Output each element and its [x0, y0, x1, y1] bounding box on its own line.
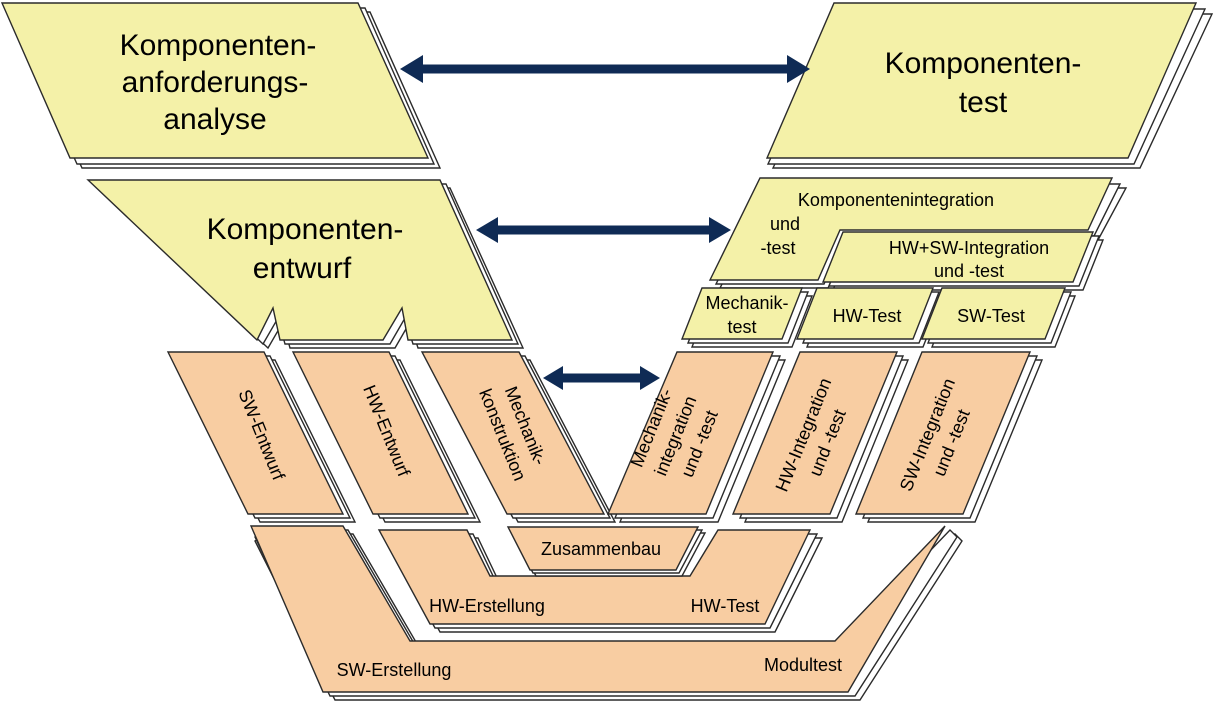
assembly-block	[506, 526, 707, 577]
requirements-analysis-label-1: Komponenten-	[120, 29, 317, 62]
hw-sw-integration-block	[821, 231, 1105, 291]
sw-build-module-test-block	[249, 525, 963, 701]
hw-sw-integration-label-1: HW+SW-Integration	[889, 238, 1049, 258]
mechanics-test-block	[680, 287, 814, 348]
hw-sw-integration-label-2: und -test	[934, 261, 1004, 281]
design-block	[86, 179, 525, 350]
component-test-label-1: Komponenten-	[885, 47, 1082, 80]
arrow-requirements-to-component-test	[400, 55, 810, 83]
component-test-label-2: test	[959, 86, 1008, 119]
arrow-design-to-integration-test	[476, 217, 731, 243]
mechanics-test-label-2: test	[727, 317, 756, 337]
hw-test-upper-label: HW-Test	[833, 306, 902, 326]
sw-test-upper-block	[920, 287, 1077, 348]
design-label-1: Komponenten-	[207, 213, 404, 246]
component-integration-label-2: und	[770, 214, 800, 234]
assembly-label: Zusammenbau	[541, 539, 661, 559]
hw-test-bottom-label: HW-Test	[691, 596, 760, 616]
requirements-analysis-block	[0, 2, 442, 169]
hw-build-label: HW-Erstellung	[429, 596, 545, 616]
hw-test-upper-block	[795, 287, 945, 348]
mechanics-integration-block	[606, 351, 787, 523]
hw-design-block	[291, 351, 482, 523]
mechanics-design-block	[420, 351, 617, 523]
sw-integration-block	[854, 351, 1044, 523]
component-test-block	[765, 2, 1214, 169]
sw-build-label: SW-Erstellung	[337, 660, 452, 680]
module-test-label: Modultest	[764, 655, 842, 675]
requirements-analysis-label-2: anforderungs-	[122, 66, 309, 99]
component-integration-label-3: -test	[760, 238, 795, 258]
design-label-2: entwurf	[253, 252, 352, 285]
hw-build-hw-test-block	[377, 529, 824, 633]
arrow-mechanics-design-to-mechanics-test	[543, 366, 660, 390]
hw-integration-block	[731, 351, 910, 523]
requirements-analysis-label-3: analyse	[163, 103, 266, 136]
sw-test-upper-label: SW-Test	[957, 306, 1025, 326]
mechanics-test-label-1: Mechanik-	[705, 293, 788, 313]
component-integration-label-1: Komponentenintegration	[798, 190, 994, 210]
sw-design-block	[166, 351, 357, 523]
